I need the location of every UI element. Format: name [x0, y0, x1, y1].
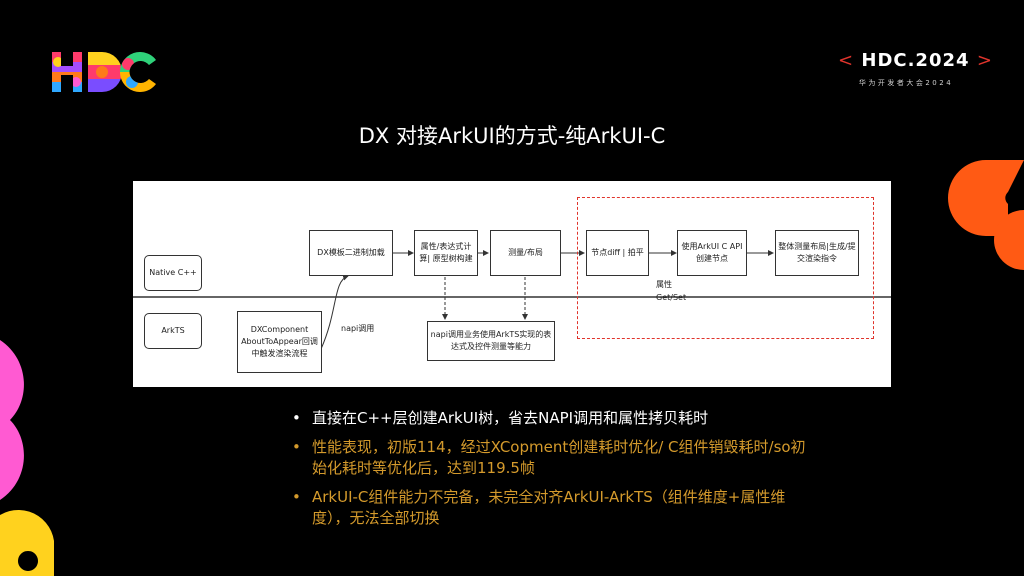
box-dx-component: DXComponent AboutToAppear回调中触发渲染流程	[237, 311, 322, 373]
pink-deco-shape	[0, 340, 24, 500]
event-name: HDC.2024	[861, 50, 970, 71]
box-layout-render: 整体测量布局|生成/提交渲染指令	[775, 230, 859, 276]
bullet-list: • 直接在C++层创建ArkUI树，省去NAPI调用和属性拷贝耗时 • 性能表现…	[290, 408, 810, 537]
slide-title: DX 对接ArkUI的方式-纯ArkUI-C	[358, 124, 666, 148]
arrow-component-to-dx	[320, 274, 349, 350]
yellow-deco-shape	[0, 509, 54, 576]
architecture-diagram: Native C++ ArkTS DX模板二进制加载 属性/表达式计算| 原型树…	[133, 181, 891, 387]
bullet-item: • 性能表现，初版114，经过XCopment创建耗时优化/ C组件销毁耗时/s…	[290, 437, 810, 479]
bullet-item: • 直接在C++层创建ArkUI树，省去NAPI调用和属性拷贝耗时	[290, 408, 810, 429]
bullet-text: ArkUI-C组件能力不完备，未完全对齐ArkUI-ArkTS（组件维度+属性维…	[312, 488, 786, 527]
bullet-text: 直接在C++层创建ArkUI树，省去NAPI调用和属性拷贝耗时	[312, 409, 709, 427]
orange-deco-shape	[948, 160, 1024, 270]
bullet-dot: •	[292, 438, 301, 456]
hdc-logo	[52, 52, 156, 92]
lane-native-cpp: Native C++	[144, 255, 202, 291]
bullet-dot: •	[292, 488, 301, 506]
lane-arkts: ArkTS	[144, 313, 202, 349]
diagram-connectors	[133, 250, 891, 350]
box-measure-layout: 测量/布局	[490, 230, 561, 276]
bracket-left: <	[838, 50, 855, 71]
label-attr-get-set: 属性 Get/Set	[656, 280, 687, 302]
highlight-region	[577, 197, 874, 339]
label-napi-call: napi调用	[341, 324, 375, 333]
box-dx-binary: DX模板二进制加载	[309, 230, 393, 276]
bullet-text: 性能表现，初版114，经过XCopment创建耗时优化/ C组件销毁耗时/so初…	[312, 438, 806, 477]
event-subtitle: 华为开发者大会2024	[858, 79, 954, 87]
box-attr-expr: 属性/表达式计算| 原型树构建	[414, 230, 478, 276]
bullet-dot: •	[292, 409, 301, 427]
bullet-item: • ArkUI-C组件能力不完备，未完全对齐ArkUI-ArkTS（组件维度+属…	[290, 487, 810, 529]
box-napi-business: napi调用业务使用ArkTS实现的表达式及控件测量等能力	[427, 321, 555, 361]
box-arkui-c-api: 使用ArkUI C API创建节点	[677, 230, 747, 276]
box-node-diff: 节点diff | 拍平	[586, 230, 649, 276]
bracket-right: >	[976, 50, 993, 71]
event-badge: < HDC.2024 >	[838, 50, 992, 71]
